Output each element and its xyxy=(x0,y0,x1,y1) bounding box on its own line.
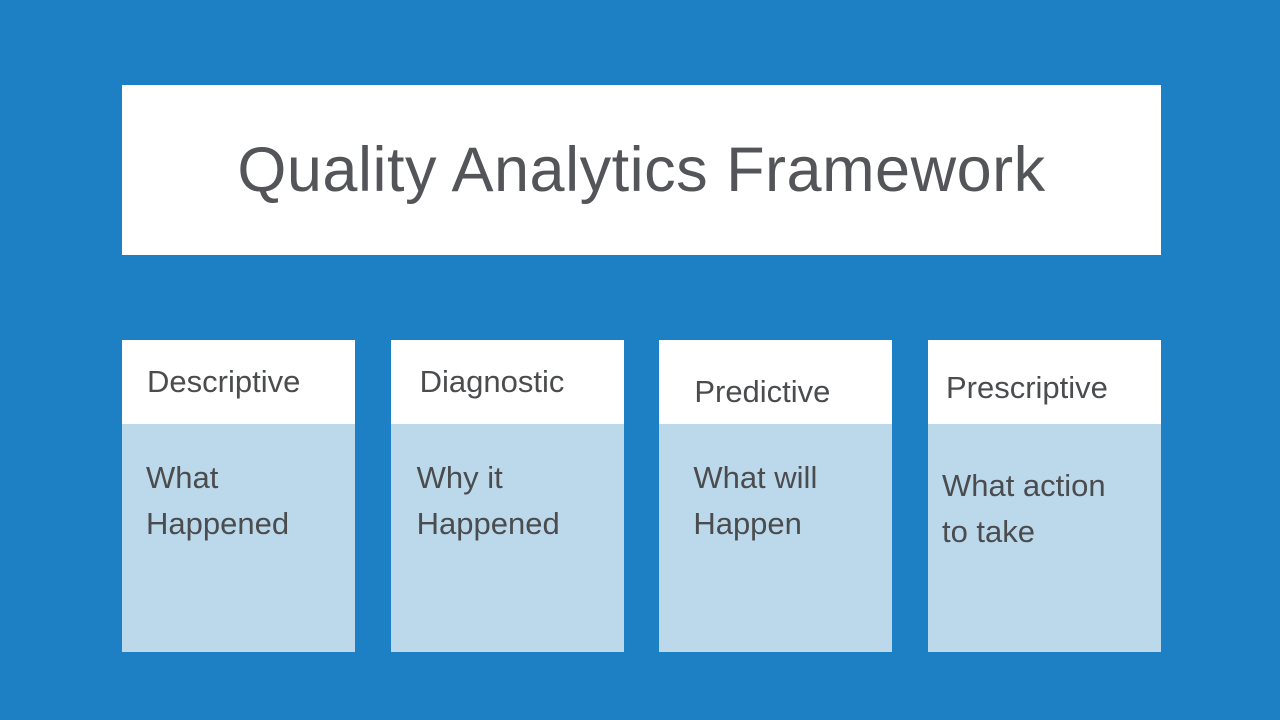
card-header-label: Diagnostic xyxy=(419,364,565,399)
card-body-text: Why it Happened xyxy=(416,460,560,541)
card-header: Prescriptive xyxy=(927,340,1161,424)
card-body-text: What will Happen xyxy=(693,460,818,541)
card-diagnostic: Diagnostic Why it Happened xyxy=(390,340,624,652)
slide-title: Quality Analytics Framework xyxy=(237,135,1046,205)
title-box: Quality Analytics Framework xyxy=(122,85,1161,255)
cards-row: Descriptive What Happened Diagnostic Why… xyxy=(122,340,1161,652)
card-descriptive: Descriptive What Happened xyxy=(122,340,355,652)
card-header-label: Predictive xyxy=(694,374,831,409)
card-body-text: What action to take xyxy=(941,468,1106,549)
card-header: Diagnostic xyxy=(390,340,624,424)
card-body: What action to take xyxy=(927,424,1161,652)
card-header: Predictive xyxy=(659,340,893,424)
card-header: Descriptive xyxy=(122,340,355,424)
card-header-label: Descriptive xyxy=(147,364,301,399)
card-header-label: Prescriptive xyxy=(945,370,1108,405)
card-predictive: Predictive What will Happen xyxy=(659,340,893,652)
card-prescriptive: Prescriptive What action to take xyxy=(927,340,1161,652)
card-body: Why it Happened xyxy=(390,424,624,652)
card-body: What will Happen xyxy=(659,424,893,652)
card-body-text: What Happened xyxy=(146,460,290,541)
card-body: What Happened xyxy=(122,424,355,652)
